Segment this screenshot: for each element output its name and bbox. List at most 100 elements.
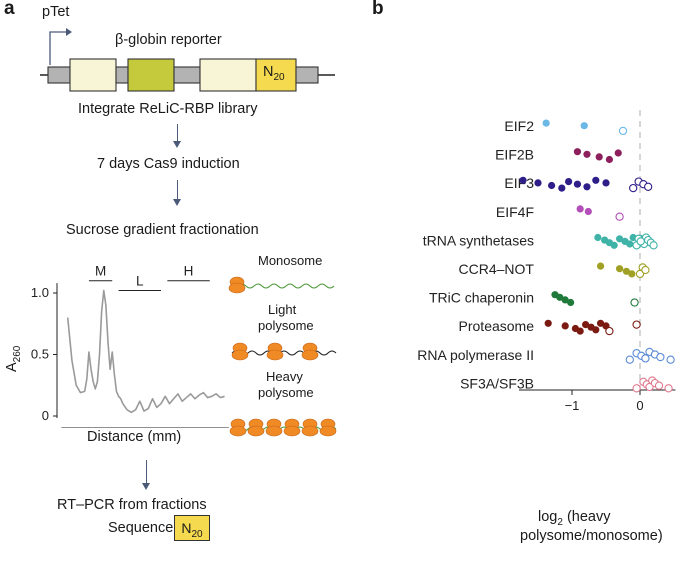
data-point [592, 176, 600, 184]
data-point [582, 321, 590, 329]
profile-ytick-label: 0.5 [31, 347, 49, 362]
scatter-xtick-label: −1 [565, 398, 580, 413]
panel-b-label: b [372, 0, 384, 19]
data-point [561, 322, 569, 330]
category-label: CCR4–NOT [459, 261, 535, 277]
category-label: RNA polymerase II [417, 347, 534, 363]
arrow-down-icon [142, 460, 150, 490]
data-point [556, 293, 564, 301]
data-point [544, 319, 552, 327]
data-point [580, 122, 588, 130]
legend-light-1: Light [268, 302, 297, 317]
category-label: EIF2 [504, 118, 534, 134]
data-point [641, 265, 650, 275]
data-point [654, 381, 664, 390]
step-cas9: 7 days Cas9 induction [97, 156, 240, 172]
data-point [666, 355, 675, 364]
data-point [519, 176, 527, 184]
panel-a-label: a [4, 0, 15, 19]
region-h-label: H [184, 264, 194, 279]
data-point [616, 265, 624, 273]
light-polysome-icon [231, 342, 337, 361]
data-point [614, 149, 622, 157]
profile-ytick-label: 0 [42, 408, 49, 423]
reporter-construct [40, 58, 335, 92]
legend-heavy-2: polysome [258, 385, 314, 400]
polysome-profile-chart: 00.51.020406080MLH [31, 264, 229, 428]
data-point [641, 354, 650, 363]
data-point [542, 119, 550, 127]
category-label: EIF3 [504, 175, 534, 191]
arrow-down-icon [173, 180, 181, 206]
exon-2 [127, 58, 175, 92]
data-point [561, 296, 569, 304]
data-point [602, 179, 610, 187]
scatter-xlabel-line2: polysome/monosome) [520, 528, 663, 544]
n20-sequence-box: N20 [174, 515, 210, 541]
data-point [622, 267, 630, 275]
data-point [576, 205, 584, 213]
data-point [649, 241, 658, 250]
legend-light-2: polysome [258, 318, 314, 333]
legend-heavy-1: Heavy [266, 369, 303, 384]
data-point [595, 153, 603, 161]
data-point [605, 155, 613, 164]
data-point [636, 237, 645, 246]
region-m-label: M [95, 264, 106, 279]
category-label: SF3A/SF3B [460, 375, 534, 391]
step-fractionation: Sucrose gradient fractionation [66, 222, 259, 238]
data-point [610, 241, 618, 249]
data-point [596, 262, 605, 270]
category-label: EIF2B [495, 147, 534, 163]
exon-1 [69, 58, 117, 92]
category-label: tRNA synthetases [423, 232, 534, 248]
category-label: Proteasome [459, 318, 535, 334]
monosome-icon [228, 276, 335, 294]
data-point [616, 235, 624, 243]
step-sequence: Sequence [108, 520, 174, 536]
reporter-label: β-globin reporter [115, 32, 222, 48]
data-point [664, 384, 673, 393]
data-point [573, 148, 582, 156]
step-rtpcr: RT–PCR from fractions [57, 497, 207, 513]
data-point [605, 326, 614, 336]
data-point [594, 233, 602, 242]
category-label: TRiC chaperonin [429, 290, 534, 306]
data-point [534, 179, 542, 187]
n20-block [255, 58, 297, 92]
arrow-down-icon [173, 124, 181, 148]
data-point [630, 298, 639, 307]
data-point [632, 320, 641, 329]
category-label: EIF4F [496, 204, 534, 220]
data-point [576, 327, 584, 335]
intron-block-1 [47, 66, 71, 84]
data-point [583, 150, 591, 158]
data-point [565, 178, 573, 186]
data-point [632, 384, 641, 393]
promoter-label: pTet [42, 4, 70, 20]
data-point [567, 298, 575, 307]
data-point [584, 207, 592, 216]
data-point [625, 355, 634, 364]
step-integrate: Integrate ReLiC-RBP library [78, 101, 258, 117]
legend-monosome: Monosome [258, 253, 323, 268]
data-point [615, 212, 624, 221]
data-point [628, 270, 636, 278]
scatter-xtick-label: 0 [636, 398, 643, 413]
region-l-label: L [136, 274, 144, 289]
data-point [592, 326, 600, 334]
profile-trace [66, 289, 225, 414]
profile-xlabel: Distance (mm) [87, 429, 182, 445]
scatter-chart: −101EIF2EIF2BEIF3EIF4FtRNA synthetasesCC… [417, 110, 676, 413]
data-point [573, 180, 582, 188]
n20-label: N20 [263, 64, 285, 83]
data-point [656, 352, 665, 362]
data-point [558, 184, 566, 192]
data-point [626, 240, 634, 248]
scatter-xlabel-line1: log2 (heavy [538, 509, 611, 528]
data-point [596, 319, 605, 327]
promoter-arrow-icon [49, 28, 72, 65]
data-point [629, 183, 638, 193]
heavy-polysome-icon [229, 418, 337, 437]
exon-3 [199, 58, 257, 92]
